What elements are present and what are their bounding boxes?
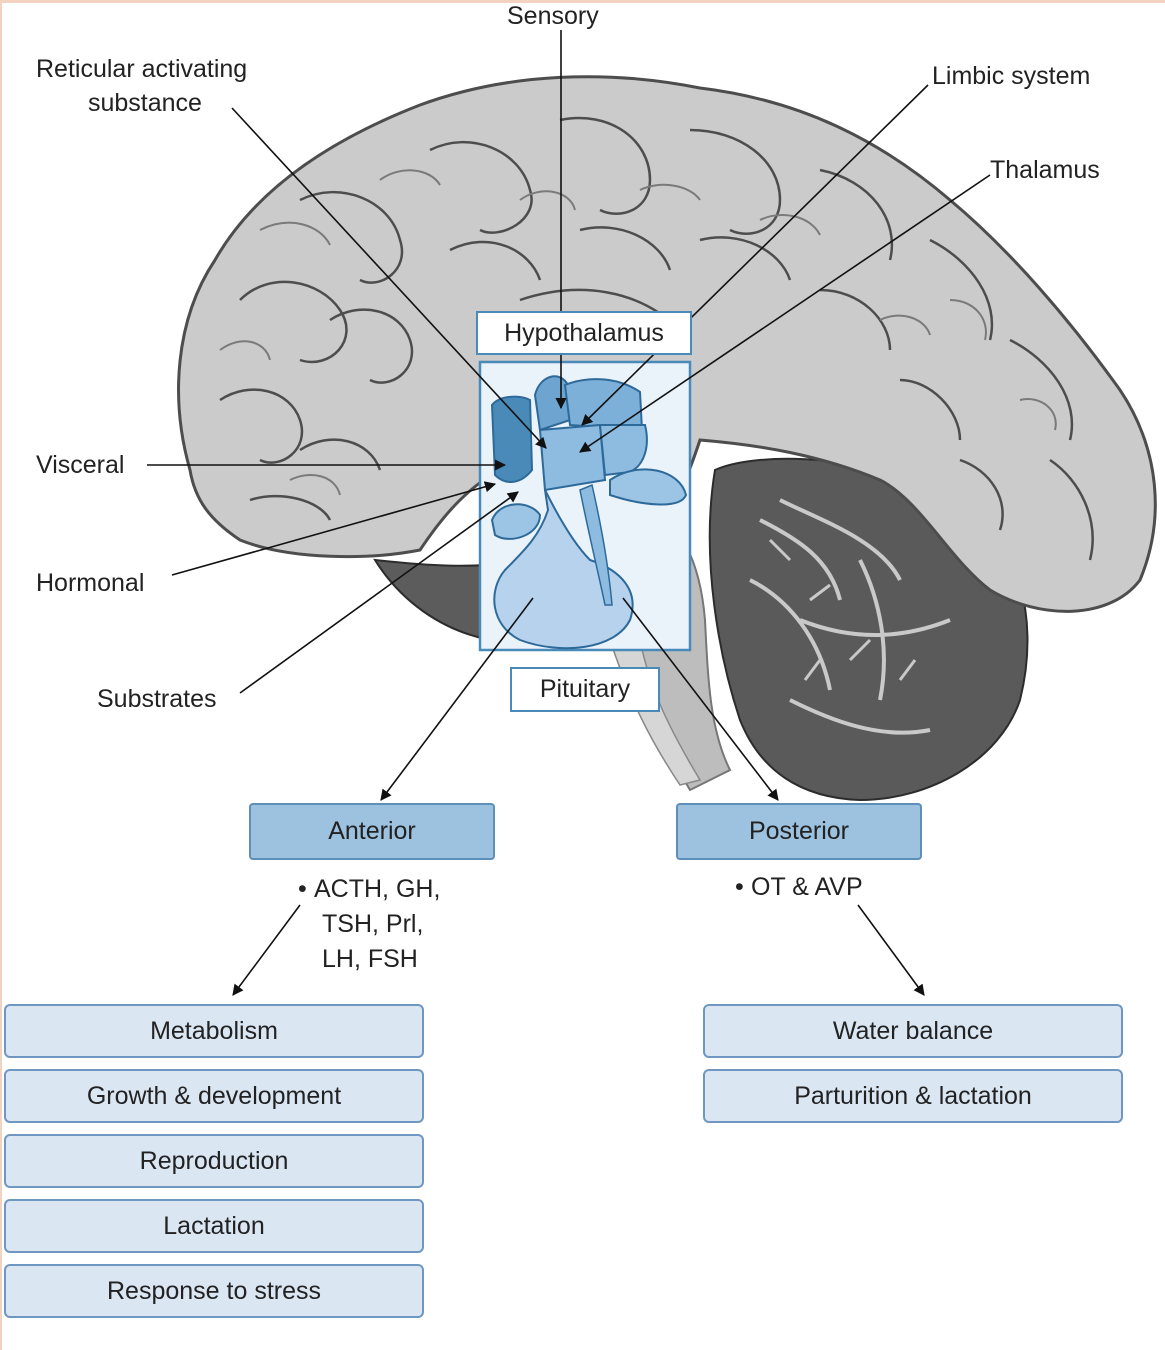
effect-response-to-stress: Response to stress: [4, 1264, 424, 1318]
anterior-hormones-line1: •ACTH, GH,: [298, 872, 440, 907]
label-reticular-line1: Reticular activating: [36, 54, 247, 84]
posterior-hormones-line1: •OT & AVP: [735, 870, 863, 905]
effect-growth-development: Growth & development: [4, 1069, 424, 1123]
label-limbic-system: Limbic system: [932, 61, 1090, 91]
anterior-hormones-line3: LH, FSH: [322, 942, 418, 977]
label-reticular-line2: substance: [88, 88, 202, 118]
effect-reproduction: Reproduction: [4, 1134, 424, 1188]
effect-parturition-lactation: Parturition & lactation: [703, 1069, 1123, 1123]
effect-metabolism: Metabolism: [4, 1004, 424, 1058]
anterior-hormones-text1: ACTH, GH,: [314, 875, 440, 903]
label-hormonal: Hormonal: [36, 568, 144, 598]
bullet-dot: •: [735, 870, 751, 905]
label-thalamus: Thalamus: [990, 155, 1100, 185]
posterior-box: Posterior: [676, 803, 922, 860]
hypothalamus-label-box: Hypothalamus: [476, 311, 692, 355]
label-sensory: Sensory: [507, 1, 599, 31]
effect-water-balance: Water balance: [703, 1004, 1123, 1058]
pituitary-label-box: Pituitary: [510, 667, 660, 712]
posterior-hormones-text1: OT & AVP: [751, 873, 863, 901]
bullet-dot: •: [298, 872, 314, 907]
label-substrates: Substrates: [97, 684, 217, 714]
effect-lactation: Lactation: [4, 1199, 424, 1253]
anterior-box: Anterior: [249, 803, 495, 860]
label-visceral: Visceral: [36, 450, 124, 480]
anterior-hormones-line2: TSH, Prl,: [322, 907, 423, 942]
